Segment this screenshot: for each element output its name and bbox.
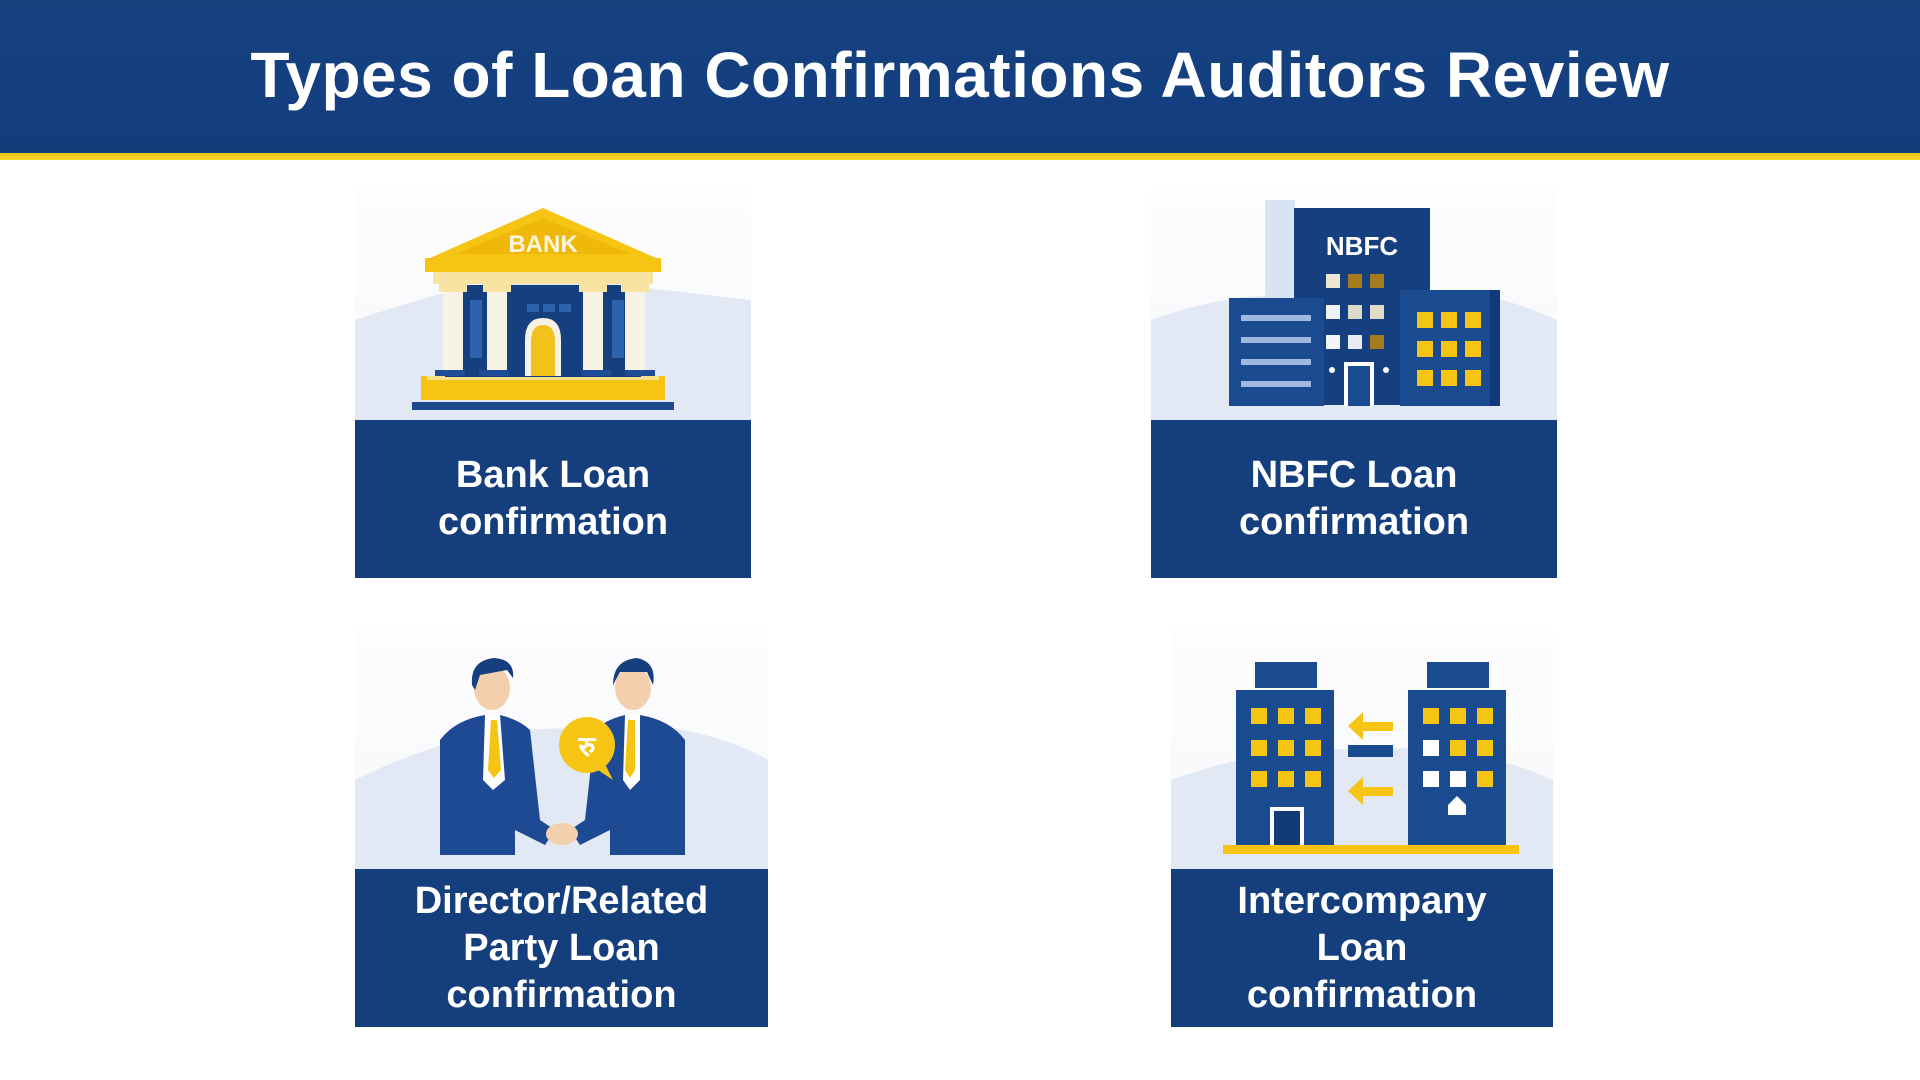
label-line: Director/Related (414, 879, 709, 922)
card-intercompany-loan: Intercompany Loan confirmation (1171, 630, 1553, 1027)
card-bank-loan: BANK Bank Loan confirmation (355, 190, 751, 578)
card-nbfc-loan: NBFC (1151, 190, 1557, 578)
svg-text:NBFC: NBFC (1326, 231, 1398, 261)
label-line: NBFC Loan (1250, 454, 1458, 496)
card-label: Bank Loan confirmation (355, 420, 751, 578)
card-label: NBFC Loan confirmation (1151, 420, 1557, 578)
two-buildings-transfer-icon (1171, 630, 1553, 869)
label-line: Bank Loan (455, 454, 651, 496)
nbfc-office-buildings-icon: NBFC (1151, 190, 1557, 420)
title-banner: Types of Loan Confirmations Auditors Rev… (0, 0, 1920, 153)
bank-building-icon: BANK (355, 190, 751, 420)
card-label: Intercompany Loan confirmation (1171, 869, 1553, 1027)
accent-stripe (0, 153, 1920, 160)
svg-text:रु: रु (578, 730, 597, 763)
label-line: Party Loan (463, 926, 660, 969)
label-line: confirmation (437, 501, 669, 543)
label-line: Loan (1316, 926, 1408, 969)
page-title: Types of Loan Confirmations Auditors Rev… (250, 38, 1670, 111)
label-line: Intercompany (1237, 879, 1487, 922)
handshake-businessmen-icon: रु (355, 630, 768, 869)
label-line: confirmation (1246, 973, 1478, 1016)
card-director-related-party-loan: रु Director/Related Party Loan confirmat… (355, 630, 768, 1027)
label-line: confirmation (1238, 501, 1470, 543)
card-label: Director/Related Party Loan confirmation (355, 869, 768, 1027)
label-line: confirmation (446, 973, 677, 1016)
svg-text:BANK: BANK (508, 231, 578, 258)
